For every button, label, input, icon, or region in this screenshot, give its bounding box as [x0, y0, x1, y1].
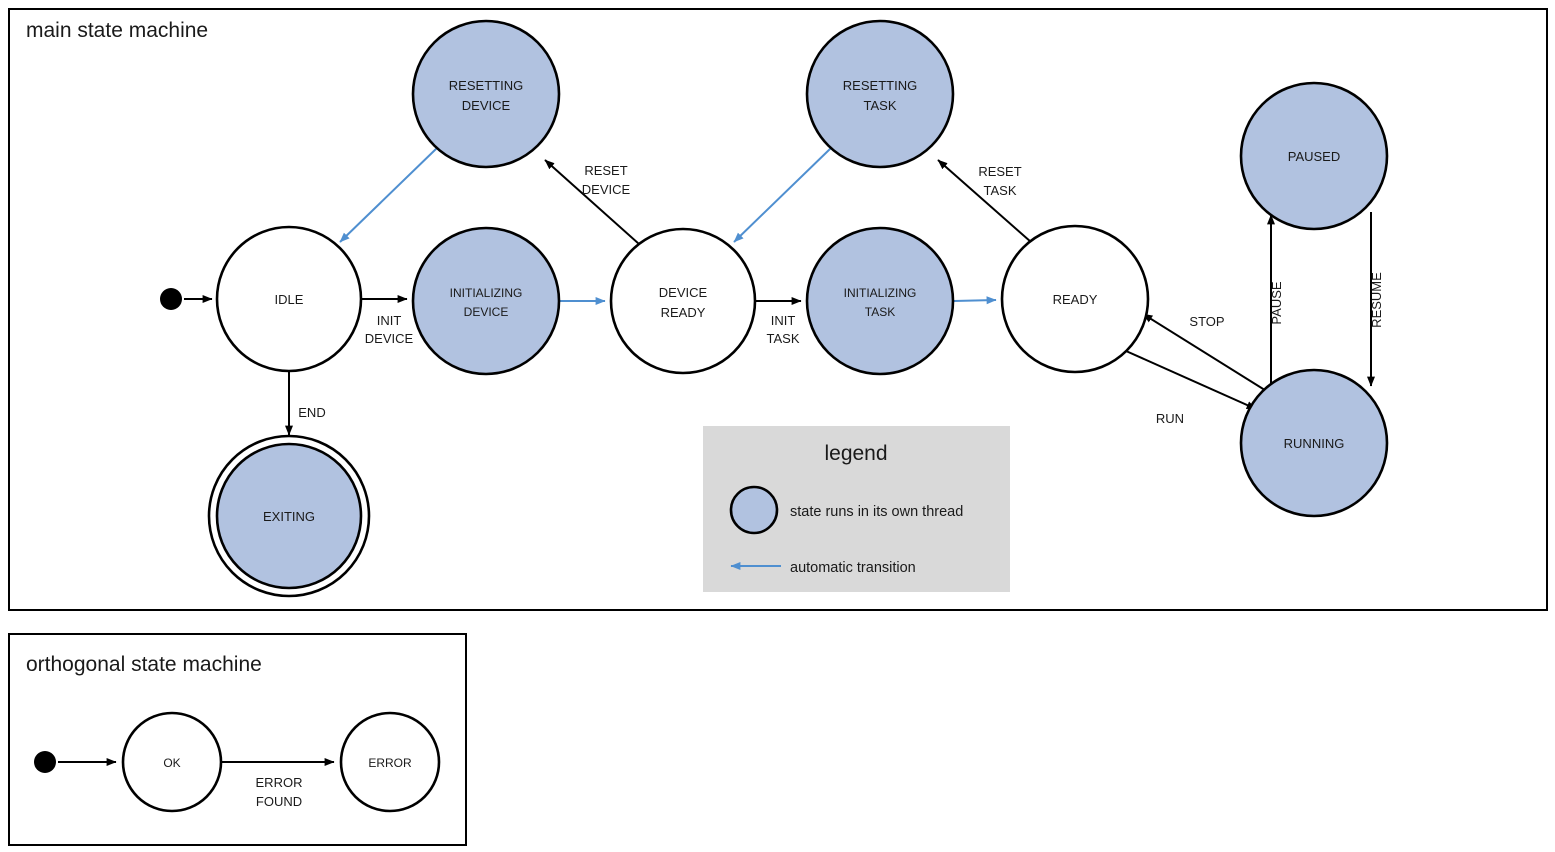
legend-thread-text: state runs in its own thread [790, 504, 963, 520]
edge-label-error-found-line1: ERROR [256, 775, 303, 790]
state-resetting-device[interactable]: RESETTING DEVICE [411, 19, 561, 169]
state-paused[interactable]: PAUSED [1239, 81, 1389, 231]
state-idle-circle[interactable] [215, 225, 363, 373]
transition-initializing-task-to-ready[interactable] [953, 296, 997, 305]
transition-ready-to-running[interactable] [1125, 350, 1257, 410]
state-initializing-task-label-line1: INITIALIZING [844, 286, 917, 300]
state-initializing-device-label-line2: DEVICE [464, 305, 509, 319]
state-running[interactable]: RUNNING [1239, 368, 1389, 518]
edge-label-reset-device-line1: RESET [584, 163, 627, 178]
state-resetting-task[interactable]: RESETTING TASK [805, 19, 955, 169]
state-running-label: RUNNING [1284, 436, 1345, 451]
edge-label-stop: STOP [1189, 314, 1224, 329]
state-device-ready-label-line1: DEVICE [659, 285, 708, 300]
state-idle[interactable]: IDLE [215, 225, 363, 373]
legend-auto-text: automatic transition [790, 560, 916, 576]
transition-running-to-ready[interactable] [1142, 313, 1269, 393]
orthogonal-frame-title: orthogonal state machine [26, 653, 262, 676]
state-resetting-task-circle[interactable] [805, 19, 955, 169]
state-ready[interactable]: READY [1000, 224, 1150, 374]
state-paused-label: PAUSED [1288, 149, 1341, 164]
edge-label-reset-task-line1: RESET [978, 164, 1021, 179]
transition-resetting-task-to-device-ready[interactable] [733, 147, 832, 243]
state-resetting-task-label-line1: RESETTING [843, 78, 917, 93]
state-error[interactable]: ERROR [339, 711, 441, 813]
state-initializing-device[interactable]: INITIALIZING DEVICE [411, 226, 561, 376]
main-frame-title: main state machine [26, 19, 208, 42]
state-initializing-device-circle[interactable] [411, 226, 561, 376]
state-initializing-task-circle[interactable] [805, 226, 955, 376]
state-resetting-device-label-line1: RESETTING [449, 78, 523, 93]
edge-label-resume: RESUME [1369, 272, 1384, 328]
state-ready-label: READY [1053, 292, 1098, 307]
orthogonal-states-layer: OK ERROR [34, 711, 441, 813]
state-initializing-task-label-line2: TASK [865, 305, 895, 319]
transition-ready-to-resetting-task[interactable] [937, 159, 1032, 243]
state-error-circle[interactable] [339, 711, 441, 813]
state-resetting-device-label-line2: DEVICE [462, 98, 511, 113]
state-device-ready-circle[interactable] [609, 227, 757, 375]
main-transitions-layer: INIT DEVICE RESET DEVICE INIT TASK RESET… [184, 147, 1384, 436]
state-ok-label: OK [163, 756, 180, 770]
state-idle-label: IDLE [275, 292, 304, 307]
main-states-layer: IDLE RESETTING DEVICE INITIALIZING DEVIC… [160, 19, 1389, 598]
state-exiting-label: EXITING [263, 509, 315, 524]
state-initializing-task[interactable]: INITIALIZING TASK [805, 226, 955, 376]
edge-label-reset-device-line2: DEVICE [582, 182, 631, 197]
legend-title: legend [824, 442, 887, 465]
state-resetting-task-label-line2: TASK [864, 98, 897, 113]
edge-label-end: END [298, 405, 325, 420]
state-device-ready[interactable]: DEVICE READY [609, 227, 757, 375]
state-exiting[interactable]: EXITING [207, 434, 371, 598]
edge-label-init-task-line2: TASK [767, 331, 800, 346]
transition-device-ready-to-resetting-device[interactable] [544, 159, 640, 245]
initial-state-dot[interactable] [160, 288, 182, 310]
state-error-label: ERROR [368, 756, 412, 770]
state-ready-circle[interactable] [1000, 224, 1150, 374]
edge-label-init-task-line1: INIT [771, 313, 796, 328]
state-paused-circle[interactable] [1239, 81, 1389, 231]
edge-label-reset-task-line2: TASK [984, 183, 1017, 198]
state-resetting-device-circle[interactable] [411, 19, 561, 169]
state-device-ready-label-line2: READY [661, 305, 706, 320]
state-initializing-device-label-line1: INITIALIZING [450, 286, 523, 300]
orthogonal-initial-state-dot[interactable] [34, 751, 56, 773]
state-ok-circle[interactable] [121, 711, 223, 813]
orthogonal-transitions-layer: ERROR FOUND [58, 758, 335, 809]
edge-label-pause: PAUSE [1269, 281, 1284, 324]
state-running-circle[interactable] [1239, 368, 1389, 518]
edge-label-init-device-line2: DEVICE [365, 331, 414, 346]
state-exiting-circle[interactable] [215, 442, 363, 590]
legend: legend state runs in its own thread auto… [703, 426, 1010, 592]
state-ok[interactable]: OK [121, 711, 223, 813]
legend-thread-swatch-icon [729, 485, 779, 535]
edge-label-error-found-line2: FOUND [256, 794, 302, 809]
edge-label-run: RUN [1156, 411, 1184, 426]
edge-label-init-device-line1: INIT [377, 313, 402, 328]
transition-resetting-device-to-idle[interactable] [339, 147, 438, 243]
